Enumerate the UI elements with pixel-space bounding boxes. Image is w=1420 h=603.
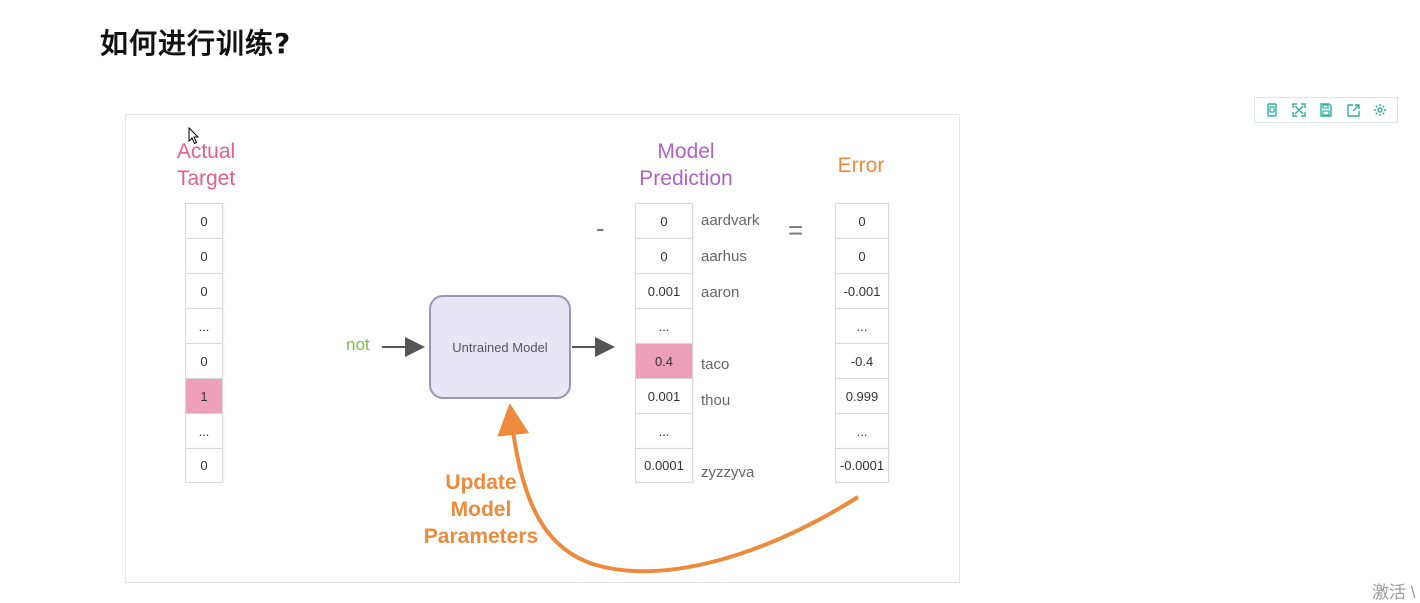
target-cell: 0 — [185, 343, 223, 378]
actual-target-header-line1: Actual — [176, 140, 236, 163]
share-icon — [1347, 104, 1360, 117]
error-header: Error — [837, 154, 885, 177]
update-label-line2: Model — [450, 498, 512, 521]
prediction-cell: 0.001 — [635, 378, 693, 413]
prediction-cell: ... — [635, 308, 693, 343]
model-prediction-header-line2: Prediction — [639, 167, 733, 190]
update-label-line3: Parameters — [423, 525, 539, 548]
save-button[interactable] — [1315, 99, 1337, 121]
settings-icon — [1373, 104, 1386, 116]
copy-icon — [1267, 103, 1278, 117]
error-cell: -0.0001 — [835, 448, 889, 483]
untrained-model-box: Untrained Model — [429, 295, 571, 399]
target-cell: 0 — [185, 273, 223, 308]
prediction-cell: 0 — [635, 238, 693, 273]
vocab-word — [701, 311, 759, 347]
copy-button[interactable] — [1261, 99, 1283, 121]
error-cell: 0.999 — [835, 378, 889, 413]
vocabulary-word-column: aardvark aarhus aaron taco thou zyzzyva — [701, 203, 759, 491]
update-model-parameters-label: Update Model Parameters — [401, 469, 561, 550]
vocab-word: aardvark — [701, 212, 760, 229]
target-cell: 0 — [185, 448, 223, 483]
target-cell: ... — [185, 413, 223, 448]
error-cell: ... — [835, 308, 889, 343]
mouse-cursor-icon — [188, 127, 200, 145]
error-cell: ... — [835, 413, 889, 448]
minus-sign: - — [596, 213, 605, 243]
page-title: 如何进行训练? — [100, 27, 292, 60]
actual-target-header: Actual Target — [166, 138, 246, 192]
model-prediction-header: Model Prediction — [621, 138, 751, 192]
prediction-cell: 0.4 — [635, 343, 693, 378]
error-cell: 0 — [835, 238, 889, 273]
input-word: not — [346, 335, 370, 354]
target-cell: 1 — [185, 378, 223, 413]
vocab-word — [701, 419, 759, 455]
actual-target-header-line2: Target — [176, 167, 236, 190]
prediction-cell: 0.0001 — [635, 448, 693, 483]
target-cell: 0 — [185, 203, 223, 238]
error-cell: -0.4 — [835, 343, 889, 378]
fullscreen-icon — [1292, 103, 1306, 117]
activation-watermark: 激活 \ — [1372, 583, 1416, 602]
vocab-word: zyzzyva — [701, 464, 755, 481]
error-cell: 0 — [835, 203, 889, 238]
share-button[interactable] — [1342, 99, 1364, 121]
prediction-cell: 0 — [635, 203, 693, 238]
prediction-cell: ... — [635, 413, 693, 448]
target-cell: 0 — [185, 238, 223, 273]
vocab-word: aaron — [701, 284, 740, 301]
equals-sign: = — [788, 215, 804, 245]
target-cell: ... — [185, 308, 223, 343]
error-cell: -0.001 — [835, 273, 889, 308]
settings-button[interactable] — [1369, 99, 1391, 121]
model-prediction-header-line1: Model — [657, 140, 715, 163]
vocab-word: taco — [701, 356, 730, 373]
fullscreen-button[interactable] — [1288, 99, 1310, 121]
slide-toolbar — [1254, 97, 1398, 123]
vocab-word: aarhus — [701, 248, 747, 265]
save-icon — [1320, 103, 1332, 117]
vocab-word: thou — [701, 392, 731, 409]
prediction-cell: 0.001 — [635, 273, 693, 308]
update-label-line1: Update — [445, 471, 517, 494]
